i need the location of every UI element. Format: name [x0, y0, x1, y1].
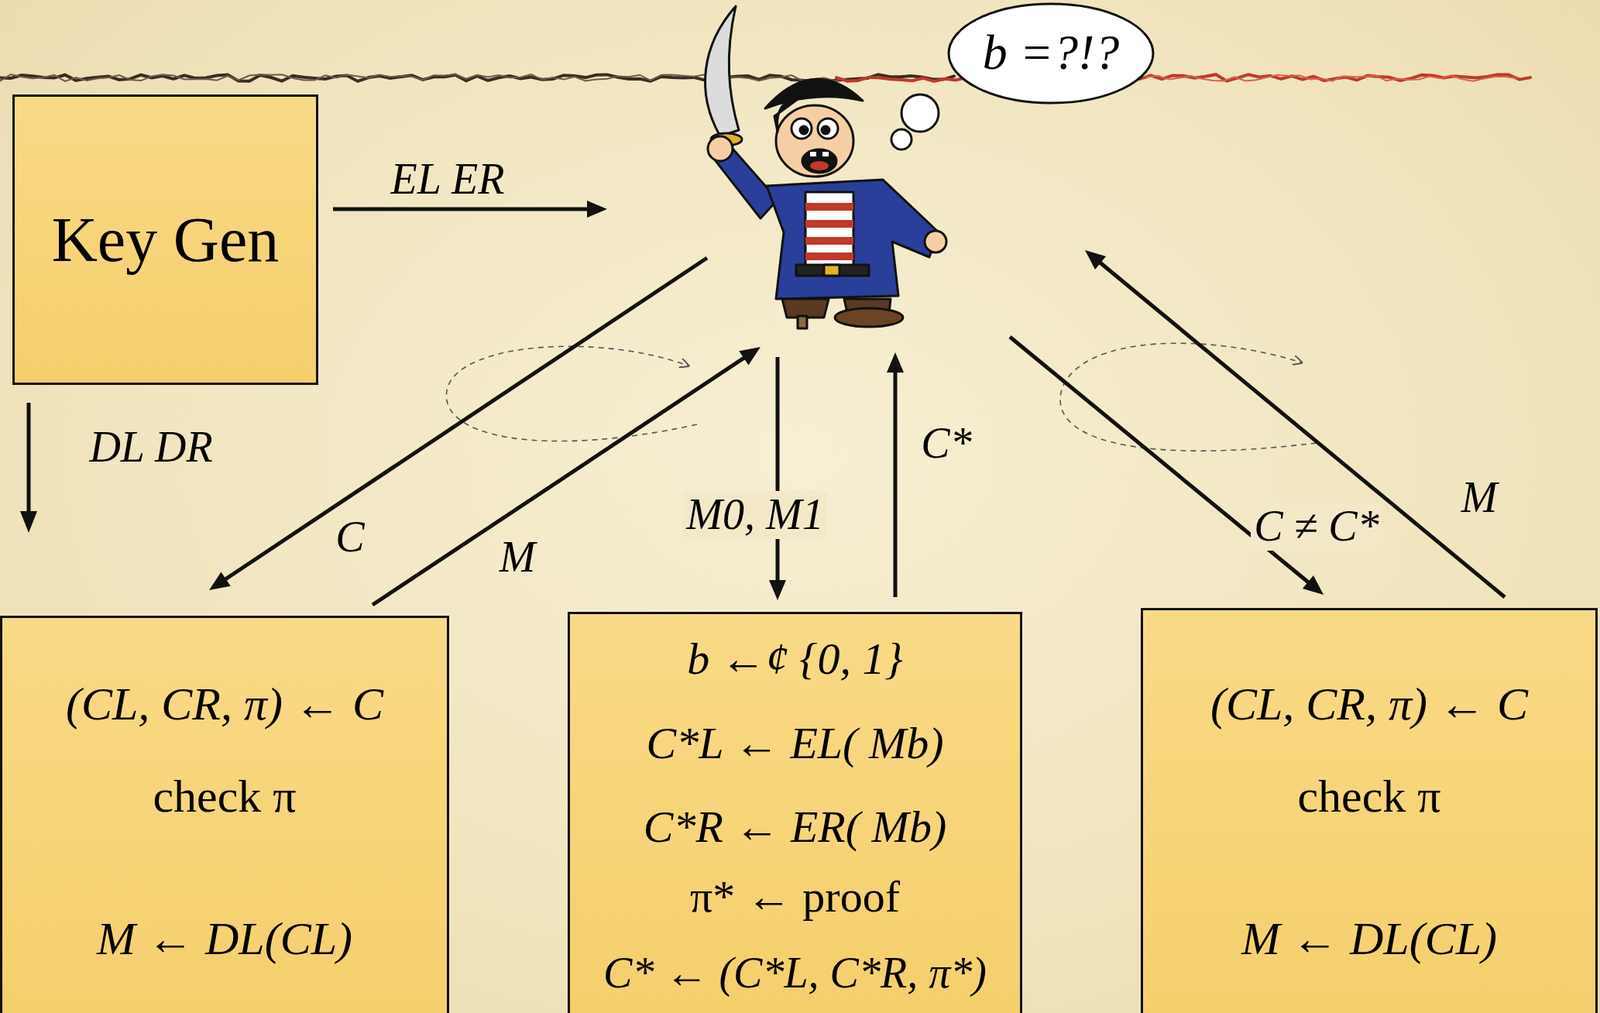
- arrow-head: [209, 571, 231, 591]
- node-text: check π: [2, 769, 447, 824]
- connector: [333, 207, 591, 212]
- loop-arrow: [446, 346, 697, 441]
- bubble-shape: [891, 129, 912, 150]
- pirate-figure: [705, 6, 947, 329]
- edge-label: EL ER: [387, 155, 509, 204]
- key-label: DL DR: [85, 423, 216, 472]
- loop-arrow: [1060, 343, 1317, 451]
- edge-label: M: [1458, 473, 1501, 522]
- connector: [372, 356, 747, 605]
- arrow-head: [769, 580, 787, 601]
- node-text: C* ← (C*L, C*R, π*): [569, 947, 1020, 998]
- edge-label: C ≠ C*: [1250, 502, 1382, 551]
- connector: [775, 357, 780, 584]
- arrow-head: [20, 511, 38, 533]
- scribble-stroke: [836, 74, 1531, 82]
- key-arrow: [27, 402, 31, 514]
- arrow-head: [1302, 575, 1324, 595]
- node-text: π* ← proof: [569, 870, 1020, 923]
- adversary: b =?!?: [604, 0, 1178, 364]
- scribble-line: [0, 74, 1531, 82]
- arrow-head: [738, 346, 761, 366]
- arrow-head: [587, 200, 608, 218]
- node-text: C*R ← ER( Mb): [569, 800, 1020, 853]
- node-text: M ← DL(CL): [2, 912, 447, 966]
- edge-label: M: [496, 533, 540, 582]
- node-text: b ←¢ {0, 1}: [569, 632, 1020, 685]
- process-box: Key Gen: [12, 94, 319, 385]
- arrow-head: [886, 352, 904, 373]
- decryption-box: (CL, CR, π) ← C check π M ← DL(CL): [1140, 607, 1598, 1013]
- edge-label: M0, M1: [683, 490, 827, 540]
- node-text: b =?!?: [957, 24, 1144, 82]
- challenge-box: b ←¢ {0, 1} C*L ← EL( Mb) C*R ← ER( Mb) π* …: [567, 611, 1023, 1013]
- node-text: check π: [1143, 769, 1596, 824]
- node-text: Key Gen: [14, 203, 316, 277]
- node-text: M ← DL(CL): [1143, 912, 1596, 966]
- connector: [1098, 260, 1505, 598]
- connector: [893, 369, 898, 598]
- bubble-shape: [948, 3, 1154, 104]
- arrow-head: [1084, 250, 1106, 270]
- decryption-box: (CL, CR, π) ← C check π M ← DL(CL): [0, 615, 450, 1013]
- node-text: (CL, CR, π) ← C: [2, 677, 447, 732]
- edge-label: C: [332, 513, 368, 562]
- edge-label: C*: [917, 419, 975, 468]
- bubble-shape: [901, 94, 939, 132]
- node-text: (CL, CR, π) ← C: [1143, 677, 1596, 732]
- node-text: C*L ← EL( Mb): [569, 717, 1020, 770]
